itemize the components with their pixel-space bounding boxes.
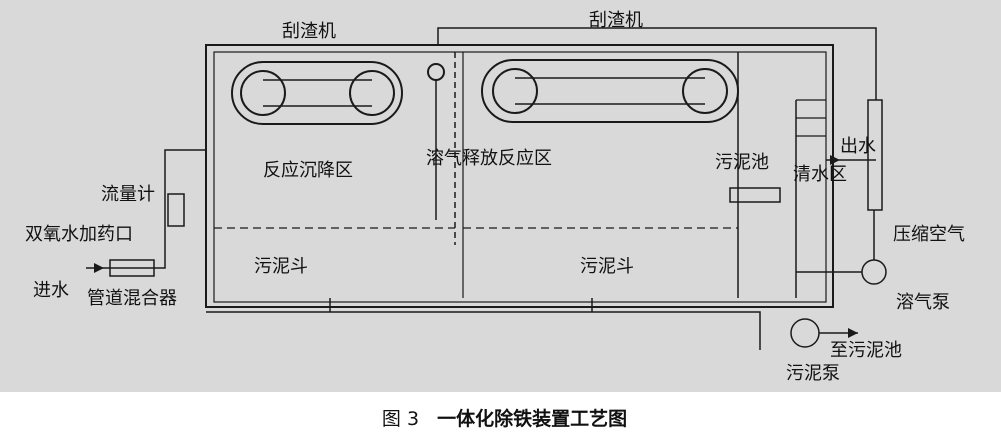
- flow-meter-label: 流量计: [101, 184, 155, 205]
- outlet-arrow: [830, 155, 840, 165]
- tank-outline: [205, 44, 834, 308]
- sludge-pump-label: 污泥泵: [786, 363, 840, 384]
- inlet-pipe: [86, 149, 206, 269]
- clear-water-zone-label: 清水区: [793, 164, 847, 185]
- diagram-background: [0, 0, 1001, 392]
- flow-meter-box: [167, 193, 185, 227]
- h2o2-dosing-port-label: 双氧水加药口: [25, 224, 133, 245]
- sludge-out-arrow: [848, 328, 858, 338]
- figure-title: 一体化除铁装置工艺图: [437, 408, 628, 430]
- scraper-right-unit: [481, 59, 739, 123]
- pipeline-mixer-box: [109, 259, 155, 277]
- figure-caption: 图 3 一体化除铁装置工艺图: [0, 404, 1001, 431]
- sludge-branch: [329, 298, 593, 312]
- header-pipe: [437, 27, 877, 100]
- scraper-left-unit: [231, 61, 403, 125]
- sludge-hopper-left-label: 污泥斗: [254, 256, 308, 277]
- dissolved-air-zone-label: 溶气释放反应区: [426, 148, 552, 169]
- scraper-left-label: 刮渣机: [282, 21, 336, 42]
- clear-water-shelf-1: [796, 99, 826, 137]
- sludge-pump: [790, 318, 820, 348]
- air-pump-line: [796, 210, 875, 273]
- dissolved-air-pump: [861, 259, 887, 285]
- sludge-tank-box: [729, 187, 781, 203]
- figure-number: 图 3: [381, 408, 420, 430]
- inlet-arrow: [94, 263, 104, 273]
- process-diagram: [86, 27, 887, 350]
- water-outlet-label: 出水: [840, 136, 876, 157]
- reaction-settling-zone-label: 反应沉降区: [263, 160, 353, 181]
- pipeline-mixer-label: 管道混合器: [87, 288, 177, 309]
- scraper-right-label: 刮渣机: [589, 10, 643, 31]
- dissolved-air-pump-label: 溶气泵: [896, 292, 950, 313]
- outlet-column: [867, 99, 883, 211]
- sludge-hopper-right-label: 污泥斗: [580, 256, 634, 277]
- compressed-air-label: 压缩空气: [893, 224, 965, 245]
- water-inlet-label: 进水: [33, 280, 69, 301]
- release-valve: [427, 63, 445, 81]
- sludge-tank-label: 污泥池: [715, 152, 769, 173]
- to-sludge-tank-label: 至污泥池: [830, 340, 902, 361]
- sludge-collector-pipe: [206, 311, 761, 350]
- tank-inner-wall: [213, 51, 827, 303]
